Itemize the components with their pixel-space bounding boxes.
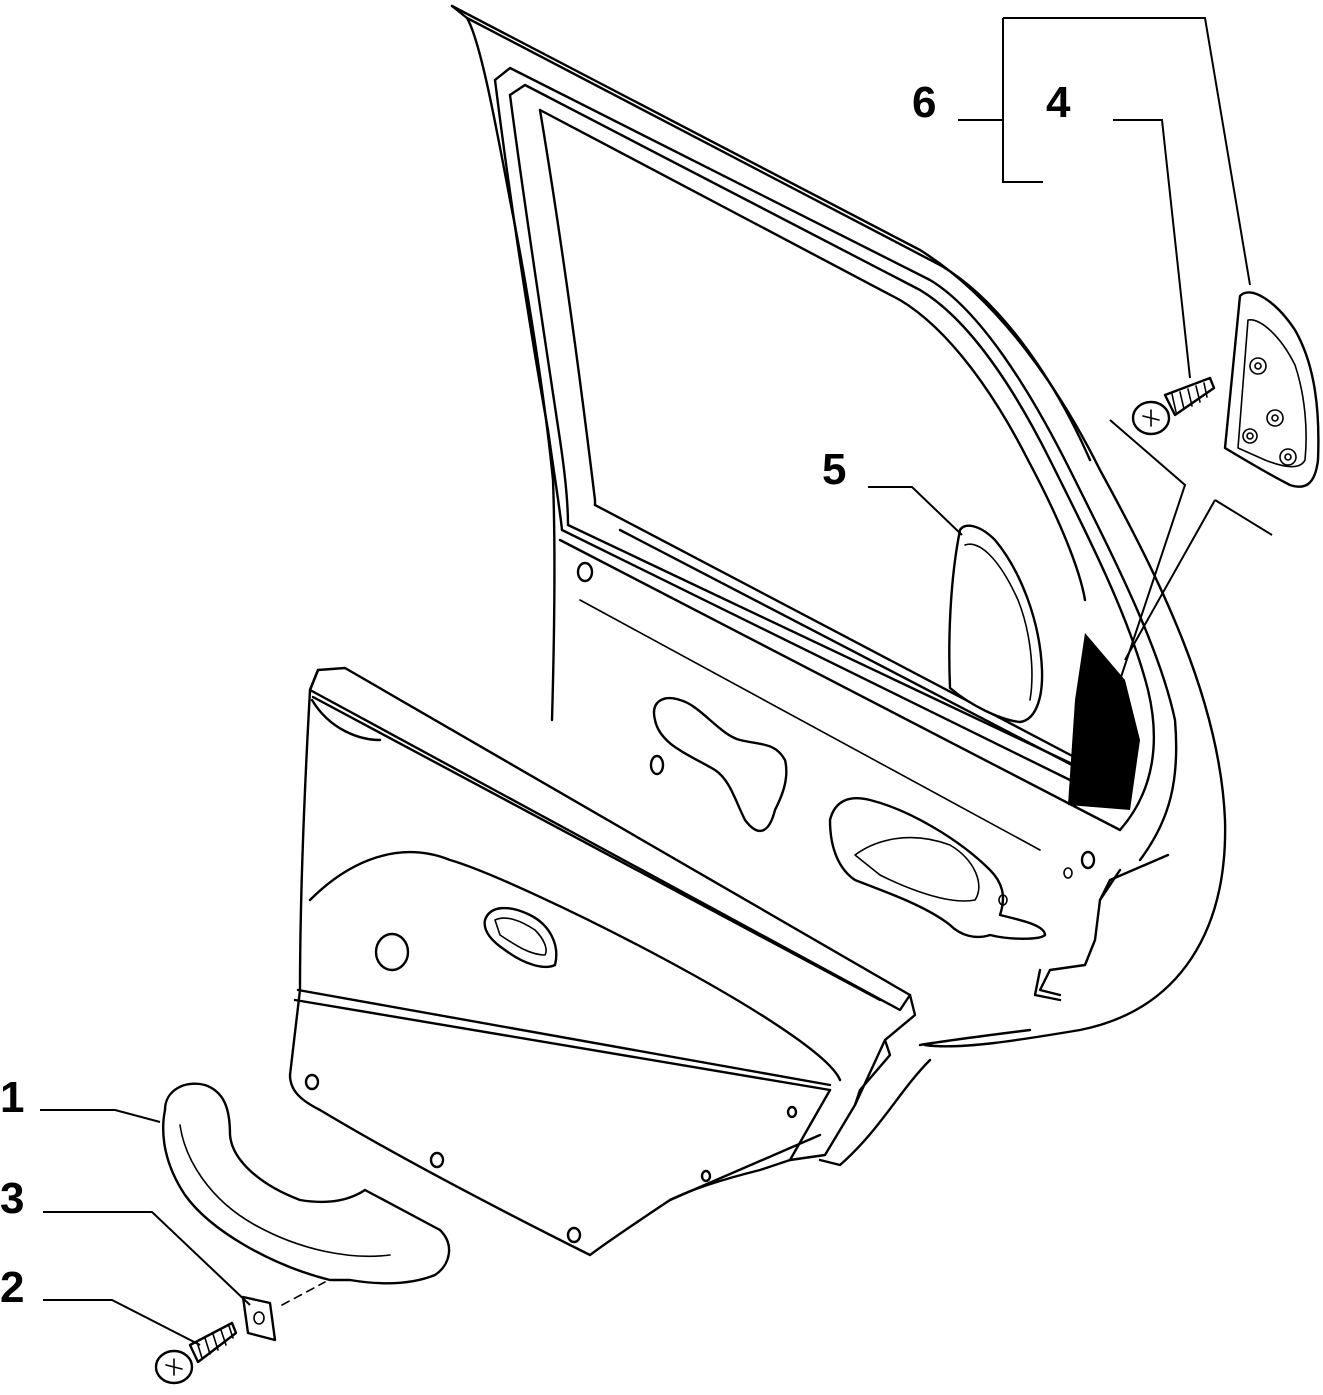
callout-3: 3 [0, 1174, 24, 1223]
callout-5: 5 [822, 445, 846, 494]
callout-4: 4 [1046, 78, 1071, 127]
rear-door-panel [288, 4, 1227, 1257]
window-corner-trim [948, 524, 1044, 724]
triangular-corner-trim [1109, 291, 1320, 681]
leader-3 [43, 1211, 251, 1306]
leader-lines [40, 17, 1251, 1346]
square-plate [241, 1281, 326, 1342]
screw-top [1131, 376, 1216, 436]
leader-5 [868, 486, 963, 536]
leader-1 [40, 1109, 161, 1123]
screw-bottom [154, 1321, 238, 1385]
callout-2: 2 [0, 1263, 24, 1312]
leader-2 [43, 1299, 201, 1346]
callout-6: 6 [912, 78, 936, 127]
callout-labels: 1 2 3 4 5 6 [0, 78, 1071, 1312]
bracket-6 [1002, 18, 1043, 183]
bracket-6-top [1003, 17, 1251, 286]
callout-1: 1 [0, 1073, 24, 1122]
leader-4 [1113, 119, 1191, 379]
grab-handle [162, 1082, 451, 1285]
